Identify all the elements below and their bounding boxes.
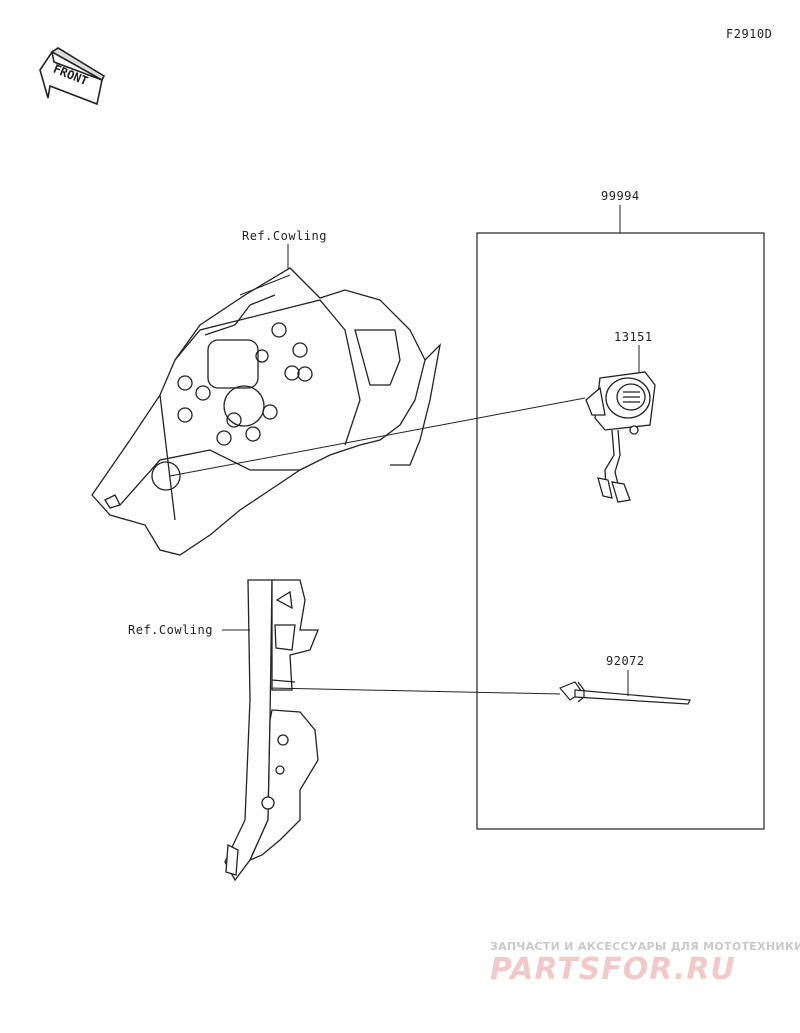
lower-cowling [224, 579, 319, 882]
upper-cowling [91, 267, 442, 556]
reference-lower-cowling: Ref.Cowling [128, 623, 213, 637]
usb-socket-icon [585, 371, 656, 503]
part-number-socket: 13151 [614, 330, 653, 344]
part-number-kit: 99994 [601, 189, 640, 203]
part-number-tie: 92072 [606, 654, 645, 668]
reference-upper-cowling: Ref.Cowling [242, 229, 327, 243]
leader-lines [169, 244, 586, 695]
front-arrow-icon [39, 47, 106, 106]
cable-tie-icon [559, 681, 691, 705]
watermark-brand: PARTSFOR.RU [490, 952, 736, 987]
watermark-tagline: ЗАПЧАСТИ И АКСЕССУАРЫ ДЛЯ МОТОТЕХНИКИ [490, 940, 800, 953]
kit-box [476, 232, 765, 830]
figure-code: F2910D [726, 27, 773, 41]
